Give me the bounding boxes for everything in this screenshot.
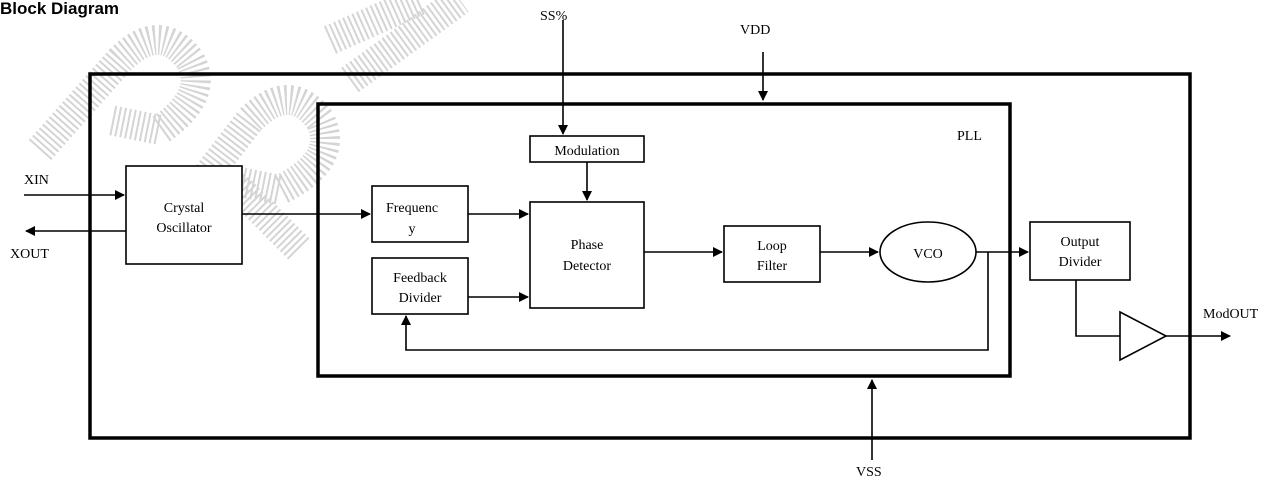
- pll-boundary: [316, 102, 1012, 378]
- phase-detector-label-2: Detector: [563, 259, 612, 274]
- output-divider-label-2: Divider: [1059, 255, 1102, 270]
- frequency-block: Frequenc y: [371, 185, 469, 243]
- output-buffer: [1119, 310, 1168, 362]
- modout-pin-label: ModOUT: [1203, 307, 1259, 322]
- modulation-block: Modulation: [529, 135, 645, 163]
- modulation-label: Modulation: [554, 144, 619, 159]
- crystal-oscillator-label-1: Crystal: [164, 201, 205, 216]
- vdd-pin-label: VDD: [740, 23, 770, 38]
- ss-pin-label: SS%: [540, 9, 568, 24]
- feedback-divider-label-1: Feedback: [393, 271, 447, 286]
- xout-pin-label: XOUT: [10, 247, 49, 262]
- diagram-title: Block Diagram: [0, 0, 119, 18]
- vco-block: VCO: [879, 221, 977, 283]
- frequency-label-2: y: [409, 222, 416, 237]
- crystal-oscillator-block: Crystal Oscillator: [125, 165, 243, 265]
- output-divider-label-1: Output: [1061, 235, 1100, 250]
- crystal-oscillator-label-2: Oscillator: [156, 221, 212, 236]
- vco-label: VCO: [913, 247, 943, 262]
- phase-detector-block: Phase Detector: [529, 201, 645, 309]
- vss-pin-label: VSS: [856, 465, 882, 480]
- feedback-divider-block: Feedback Divider: [371, 257, 469, 315]
- feedback-loop-arrow: [401, 252, 989, 351]
- xin-pin-label: XIN: [24, 173, 49, 188]
- divider-to-buffer-line: [1075, 280, 1120, 337]
- loop-filter-block: Loop Filter: [723, 225, 821, 283]
- feedback-divider-label-2: Divider: [399, 291, 442, 306]
- loop-filter-label-2: Filter: [757, 259, 788, 274]
- output-divider-block: Output Divider: [1029, 221, 1131, 281]
- watermark: [28, 0, 469, 261]
- loop-filter-label-1: Loop: [757, 239, 787, 254]
- phase-detector-label-1: Phase: [571, 238, 604, 253]
- pll-label: PLL: [957, 129, 982, 144]
- frequency-label-1: Frequenc: [386, 201, 438, 216]
- chip-boundary: [88, 72, 1192, 440]
